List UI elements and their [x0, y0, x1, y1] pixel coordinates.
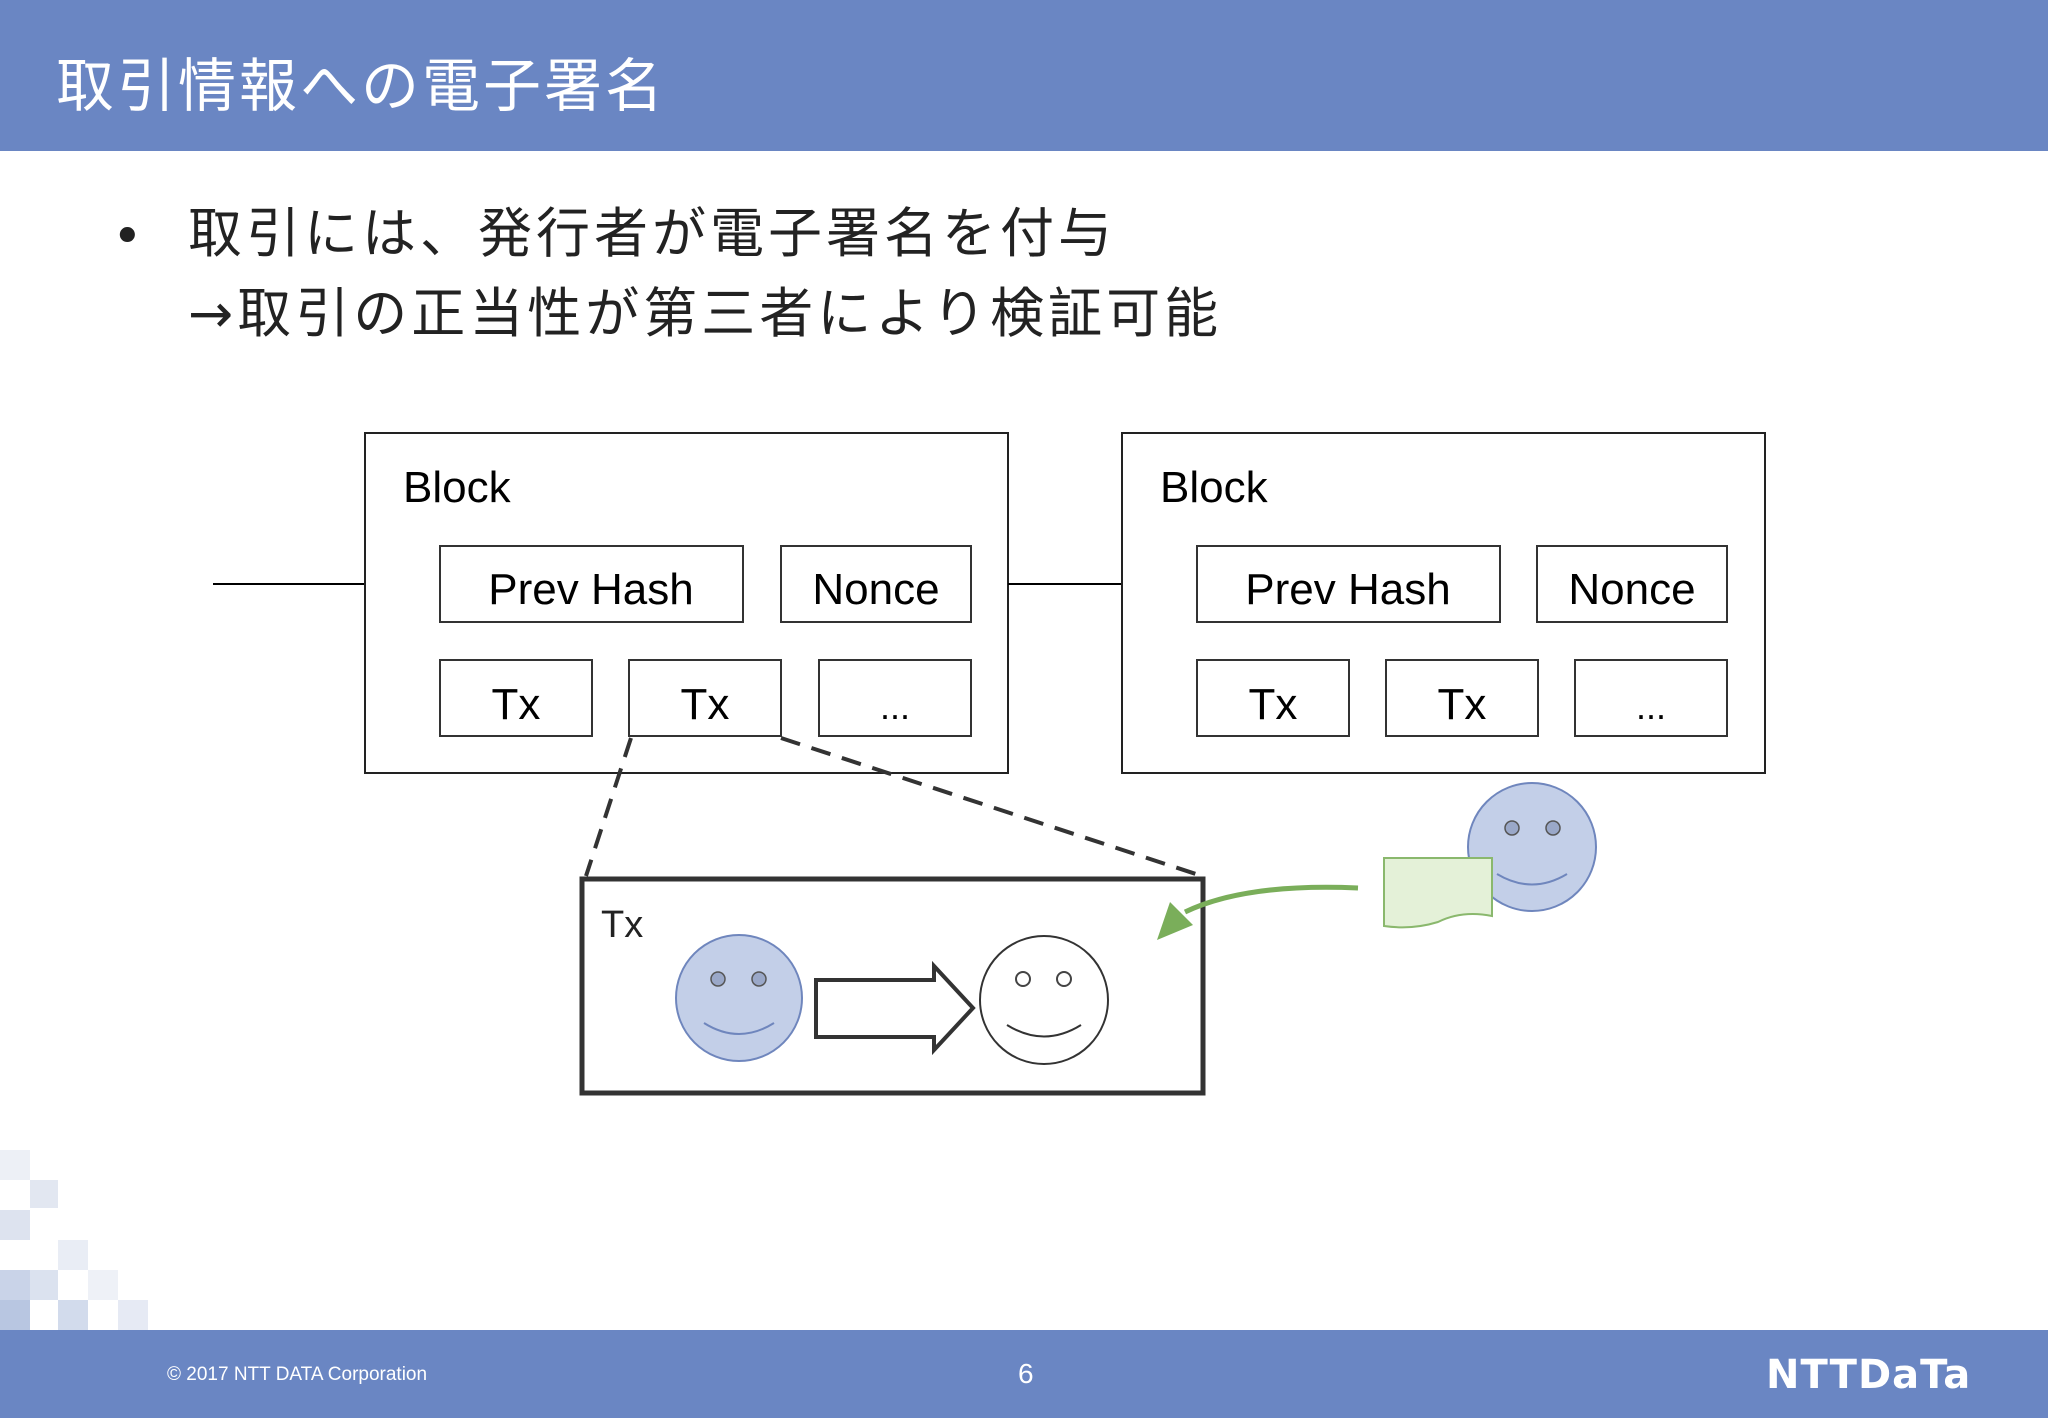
block-1-label: Block	[403, 463, 512, 512]
footer-bar	[0, 1330, 2048, 1418]
block-2-more-label: ...	[1636, 686, 1666, 727]
transfer-arrow-icon	[814, 960, 976, 1056]
block-2-prev-hash-label: Prev Hash	[1245, 565, 1450, 614]
title-bar: 取引情報への電子署名	[0, 0, 2048, 151]
block-2-tx-label-2: Tx	[1438, 680, 1487, 729]
block-1-more-label: ...	[880, 686, 910, 727]
zoom-line-right	[780, 736, 1203, 878]
block-1: Block Prev Hash Nonce Tx Tx ...	[364, 432, 1009, 774]
block-2-label: Block	[1160, 463, 1269, 512]
slide-title: 取引情報への電子署名	[56, 52, 667, 120]
block-2-tx-label-1: Tx	[1249, 680, 1298, 729]
ntt-data-logo: NTTDaTa	[1766, 1352, 1972, 1398]
block-1-prev-hash-box	[439, 545, 744, 623]
signature-arrow	[1183, 884, 1359, 915]
zoom-line-left	[584, 737, 633, 877]
block-2-more-box	[1574, 659, 1728, 737]
block-1-tx-label-1: Tx	[492, 680, 541, 729]
block-1-prev-hash-label: Prev Hash	[488, 565, 693, 614]
sender-face-icon	[675, 934, 803, 1062]
blockchain-diagram: Block Prev Hash Nonce Tx Tx ... Block Pr…	[213, 432, 1766, 1096]
block-2-nonce-label: Nonce	[1568, 565, 1695, 614]
tx-detail-label: Tx	[601, 904, 643, 946]
block-2-tx-box-2	[1385, 659, 1539, 737]
copyright-text: © 2017 NTT DATA Corporation	[167, 1364, 428, 1385]
signature-arrowhead	[1157, 902, 1193, 940]
bullet-text-line-2: →取引の正当性が第三者により検証可能	[188, 282, 1223, 345]
block-2-tx-box-1	[1196, 659, 1350, 737]
block-1-tx-box-1	[439, 659, 593, 737]
block-1-more-box	[818, 659, 972, 737]
block-2: Block Prev Hash Nonce Tx Tx ...	[1121, 432, 1766, 774]
signed-document-icon	[1383, 857, 1493, 929]
bullet-marker: •	[112, 207, 143, 267]
block-1-tx-box-2	[628, 659, 782, 737]
page-number: 6	[1018, 1358, 1034, 1389]
block-2-nonce-box	[1536, 545, 1728, 623]
block-1-tx-label-2: Tx	[681, 680, 730, 729]
block-1-nonce-box	[780, 545, 972, 623]
bullet-text-line-1: 取引には、発行者が電子署名を付与	[188, 202, 1116, 265]
tx-detail-box: Tx	[579, 876, 1206, 1096]
signer-face-icon	[1467, 782, 1597, 912]
block-1-nonce-label: Nonce	[812, 565, 939, 614]
block-2-prev-hash-box	[1196, 545, 1501, 623]
receiver-face-icon	[979, 935, 1109, 1065]
